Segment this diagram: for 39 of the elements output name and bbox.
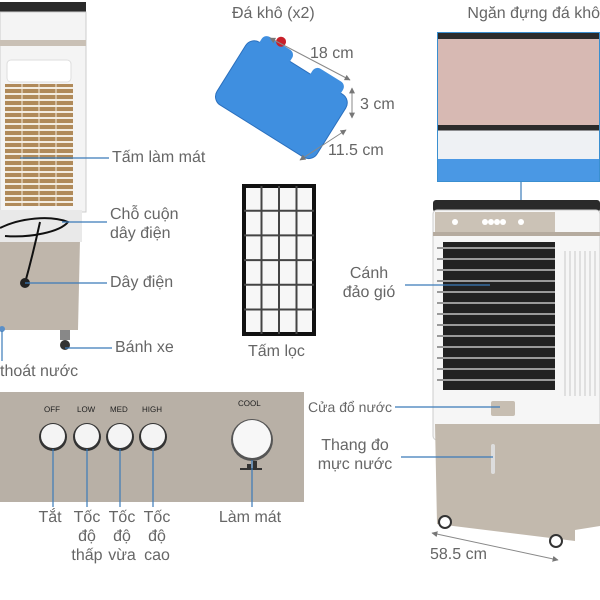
- leader-line: [52, 449, 54, 507]
- button-label: MED: [110, 405, 128, 414]
- leader-line: [25, 282, 107, 284]
- leader-line: [401, 456, 493, 458]
- callout-label: Bánh xe: [115, 338, 175, 357]
- caption-label: 11.5 cm: [328, 142, 384, 160]
- caption-label: Tấm lọc: [248, 343, 305, 361]
- caption-label: Đá khô (x2): [232, 5, 315, 23]
- leader-line: [395, 406, 500, 408]
- leader-line: [62, 221, 107, 223]
- callout-label: Cánh đảo gió: [342, 264, 396, 302]
- leader-line: [1, 331, 3, 361]
- leader-line: [20, 157, 109, 159]
- callout-label: thoát nước: [0, 362, 80, 381]
- leader-line: [65, 347, 112, 349]
- leader-line: [251, 460, 253, 507]
- button-label: HIGH: [142, 405, 162, 414]
- callout-label: Tốc độ thấp: [70, 508, 104, 565]
- leader-line: [152, 449, 154, 507]
- section-heading: Ngăn đựng đá khô: [466, 4, 600, 23]
- callout-label: Cửa đổ nước: [307, 398, 392, 417]
- callout-label: Tắt: [37, 508, 63, 527]
- caption-label: 3 cm: [360, 96, 395, 114]
- callout-label: Tốc độ vừa: [107, 508, 137, 565]
- leader-line: [86, 449, 88, 507]
- callout-label: Chỗ cuộn dây điện: [110, 205, 180, 243]
- leader-line: [119, 449, 121, 507]
- callout-label: Tấm làm mát: [112, 148, 206, 167]
- button-label: LOW: [77, 405, 96, 414]
- button-label: OFF: [44, 405, 60, 414]
- callout-label: Dây điện: [110, 273, 174, 292]
- button-label: COOL: [238, 399, 261, 408]
- callout-label: Thang đo mực nước: [316, 436, 394, 474]
- leader-line: [520, 182, 522, 200]
- callout-label: Tốc độ cao: [142, 508, 172, 565]
- caption-label: 18 cm: [310, 45, 354, 63]
- callout-label: Làm mát: [218, 508, 282, 527]
- leader-line: [405, 284, 490, 286]
- caption-label: 58.5 cm: [430, 546, 487, 564]
